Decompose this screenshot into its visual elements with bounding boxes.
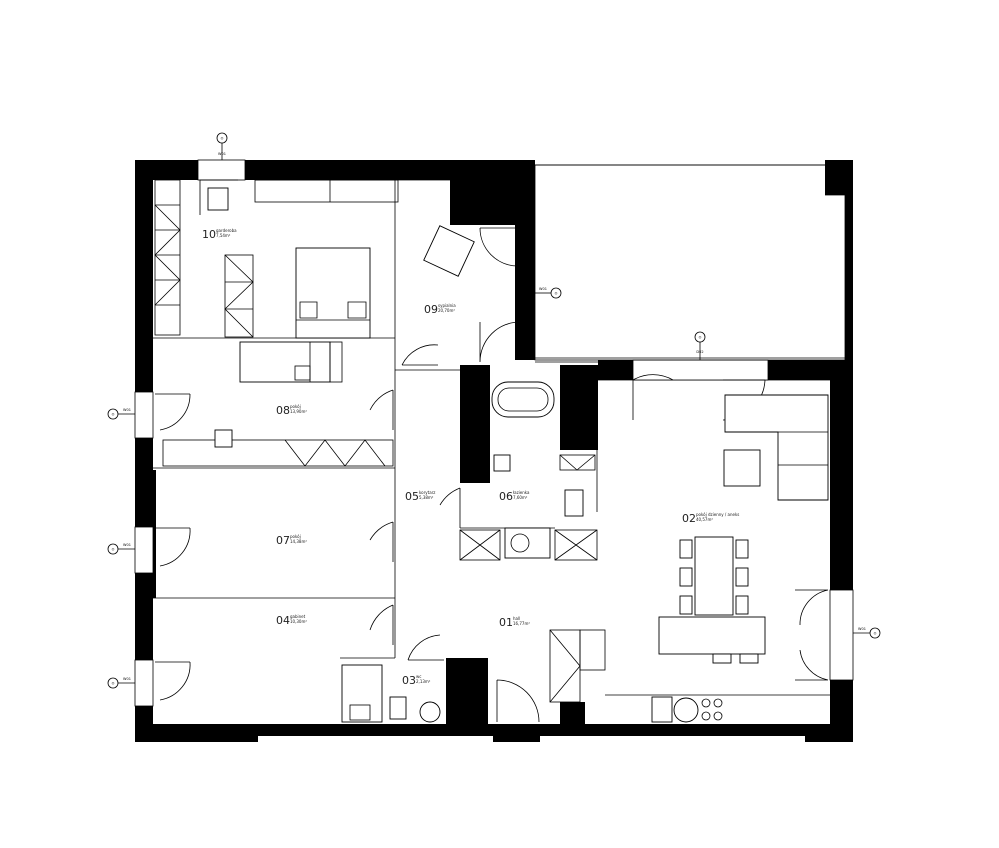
room-text: W01 (858, 627, 866, 631)
room-text: O (874, 632, 877, 636)
room-text: 14,38m² (290, 539, 307, 544)
window-marker-left-3: O W01 (107, 677, 135, 689)
room-text: łazienka (513, 490, 530, 495)
room-text: gabinet (290, 614, 306, 619)
room-text: O (112, 548, 115, 552)
room-text: D02 (696, 350, 703, 354)
room-text: pokój (290, 404, 301, 409)
window-markers: O W01 O D02 O W01 O W01 O W01 (107, 132, 881, 689)
room-text: W01 (218, 152, 226, 156)
room-text: O (555, 292, 558, 296)
window-marker-terrace-door: O D02 (694, 331, 706, 360)
room-text: O (699, 336, 702, 340)
room-text: garderoba (216, 228, 237, 233)
room-text: sypialnia (438, 303, 456, 308)
room-text: 13,90m² (290, 409, 307, 414)
window-marker-left-1: O W01 (107, 408, 135, 420)
room-text: W01 (539, 287, 547, 291)
room-text: 40,57m² (696, 517, 713, 522)
room-text: W01 (123, 677, 131, 681)
room-text: 10,30m² (290, 619, 307, 624)
wardrobes (154, 179, 606, 703)
room-text: 7,54m² (216, 233, 231, 238)
room-text: W01 (123, 408, 131, 412)
walls (135, 160, 853, 742)
doors (155, 179, 829, 723)
windows (134, 159, 854, 742)
room-text: O (221, 137, 224, 141)
room-text: 5,38m² (419, 495, 434, 500)
room-text: 01 (499, 616, 513, 629)
room-text: 16,77m² (513, 621, 530, 626)
window-marker-center: O W01 (535, 287, 562, 299)
room-text: 02 (682, 512, 696, 525)
room-text: 10 (202, 228, 216, 241)
window-marker-top: O W01 (216, 132, 228, 160)
room-text: O (112, 413, 115, 417)
room-text: 2,13m² (416, 679, 431, 684)
room-text: 20,70m² (438, 308, 455, 313)
window-marker-left-2: O W01 (107, 543, 135, 555)
room-text: O (112, 682, 115, 686)
room-text: wc (416, 674, 421, 679)
room-text: pokój (290, 534, 301, 539)
room-text: 06 (499, 490, 513, 503)
window-marker-right: O W01 (853, 627, 881, 639)
room-text: 03 (402, 674, 416, 687)
room-text: 07 (276, 534, 290, 547)
room-text: korytarz (419, 490, 435, 495)
room-text: 04 (276, 614, 290, 627)
room-text: 09 (424, 303, 438, 316)
room-text: hall (513, 616, 520, 621)
room-text: W01 (123, 543, 131, 547)
room-text: pokój dzienny / aneks (696, 512, 739, 517)
furniture (207, 164, 846, 723)
room-text: 7,60m² (513, 495, 528, 500)
room-text: 05 (405, 490, 419, 503)
room-text: 08 (276, 404, 290, 417)
